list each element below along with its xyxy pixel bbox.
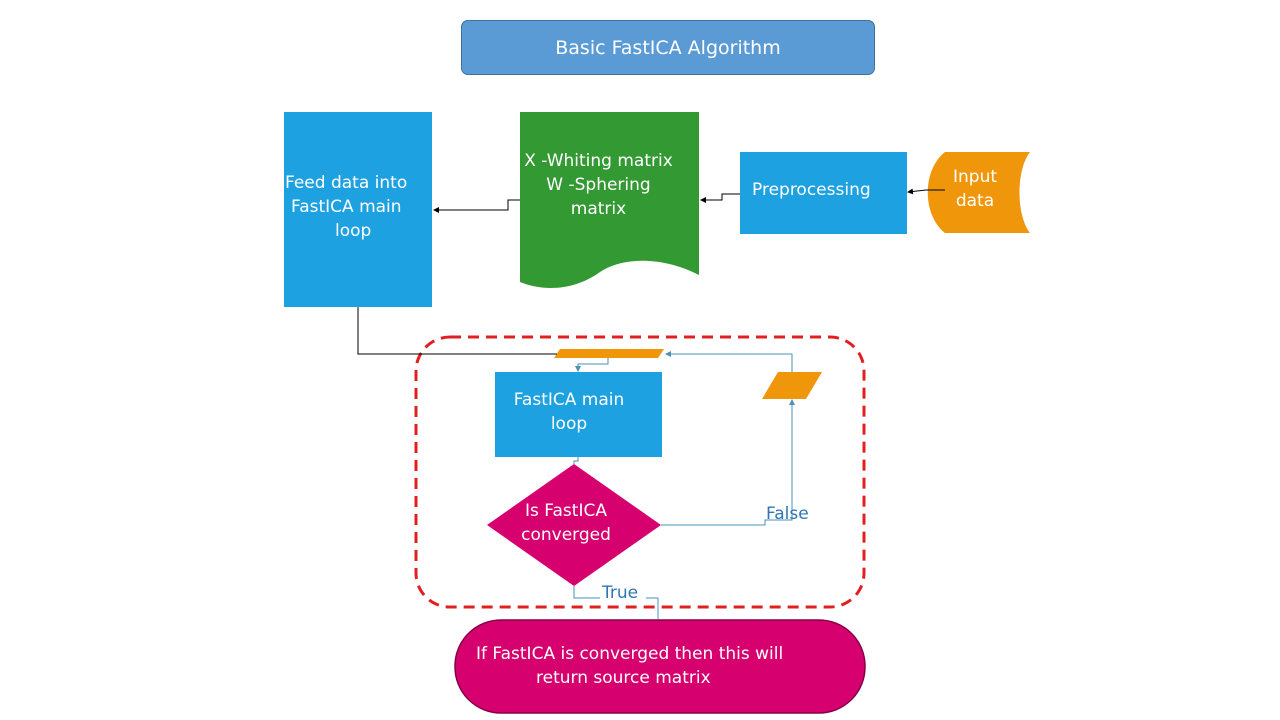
- main-loop-line1: FastICA main: [513, 390, 625, 410]
- main-loop-label: FastICA main loop: [498, 388, 640, 436]
- feed-data-label: Feed data into FastICA main loop: [285, 171, 430, 243]
- edge-label-true: True: [602, 583, 639, 603]
- converged-decision-diamond: [487, 464, 661, 586]
- matrix-document-shape: [520, 112, 699, 288]
- connector-matrix-to-feed: [433, 199, 520, 213]
- loop-region-border: [414, 335, 866, 609]
- diagram-title-text: Basic FastICA Algorithm: [555, 36, 781, 59]
- result-line2: return source matrix: [536, 668, 711, 688]
- merge-parallelogram: [554, 349, 664, 358]
- feed-data-line1: Feed data into: [285, 173, 408, 193]
- main-loop-box: [495, 372, 662, 457]
- connector-true-to-result: [646, 597, 659, 619]
- connector-decision-true: [573, 586, 600, 599]
- preprocessing-label: Preprocessing: [752, 180, 871, 200]
- preprocessing-box: [740, 152, 907, 234]
- connector-decision-false: [661, 399, 795, 526]
- loopback-parallelogram: [762, 372, 822, 399]
- decision-label: Is FastICA converged: [506, 499, 626, 547]
- feed-data-line2: FastICA main: [291, 197, 402, 217]
- connector-input-to-preprocessing: [907, 188, 945, 195]
- decision-line2: converged: [521, 525, 611, 545]
- feed-data-line3: loop: [335, 221, 372, 241]
- input-data-shape: [927, 152, 1030, 233]
- feed-data-box: [284, 112, 432, 307]
- input-data-line2: data: [955, 191, 995, 211]
- matrix-line2: W -Sphering: [546, 175, 651, 195]
- decision-line1: Is FastICA: [525, 501, 607, 521]
- connector-main-loop-to-decision: [573, 457, 579, 464]
- connector-merge-to-main-loop: [575, 358, 609, 372]
- main-loop-line2: loop: [550, 414, 588, 434]
- edge-label-false: False: [766, 504, 809, 524]
- matrix-label: X -Whiting matrix W -Sphering matrix: [515, 149, 682, 221]
- diagram-title: Basic FastICA Algorithm: [461, 20, 875, 75]
- connector-loopback-to-merge: [665, 351, 793, 372]
- result-terminator: [454, 619, 866, 714]
- connector-feed-to-loop: [357, 307, 557, 355]
- input-data-label: Input data: [942, 165, 1008, 213]
- connector-preprocessing-to-matrix: [700, 193, 740, 203]
- matrix-line3: matrix: [570, 199, 627, 219]
- result-label: If FastICA is converged then this will r…: [476, 642, 836, 690]
- result-line1: If FastICA is converged then this will: [476, 644, 784, 664]
- matrix-line1: X -Whiting matrix: [524, 151, 673, 171]
- input-data-line1: Input: [952, 167, 998, 187]
